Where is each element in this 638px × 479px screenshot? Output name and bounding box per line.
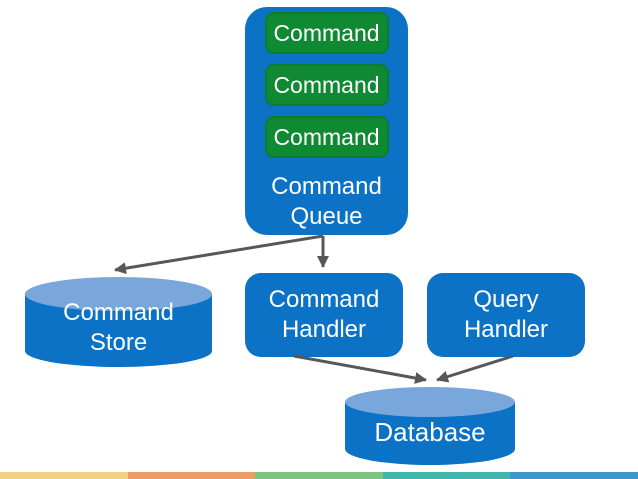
- footer-stripe: [0, 472, 638, 479]
- command-item: Command: [264, 64, 389, 106]
- command-queue-node: Command Command Command Command Queue: [245, 7, 408, 235]
- command-handler-node: Command Handler: [245, 273, 403, 357]
- stripe-segment-yellow: [0, 472, 128, 479]
- query-handler-label: Query Handler: [463, 286, 549, 343]
- command-store-label-text: Command Store: [63, 299, 174, 356]
- command-store-label: Command Store: [25, 277, 212, 367]
- command-queue-label: Command Queue: [271, 173, 382, 230]
- cylinder-top-ellipse: [25, 277, 212, 311]
- command-store-node: Command Store: [25, 277, 212, 367]
- database-node: Database: [345, 387, 515, 465]
- database-label-text: Database: [374, 417, 486, 447]
- stripe-segment-blue: [510, 472, 638, 479]
- cylinder-top-ellipse: [345, 387, 515, 417]
- arrow-command-handler-to-database: [293, 354, 427, 384]
- stripe-segment-orange: [127, 472, 256, 479]
- stripe-segment-teal: [382, 472, 511, 479]
- database-label: Database: [345, 387, 515, 465]
- command-item: Command: [264, 12, 389, 54]
- stripe-segment-green: [255, 472, 383, 479]
- command-item: Command: [264, 116, 389, 158]
- command-handler-label: Command Handler: [268, 286, 380, 343]
- arrow-queue-to-store: [114, 234, 324, 275]
- query-handler-node: Query Handler: [427, 273, 585, 357]
- arrow-query-handler-to-database: [436, 354, 514, 383]
